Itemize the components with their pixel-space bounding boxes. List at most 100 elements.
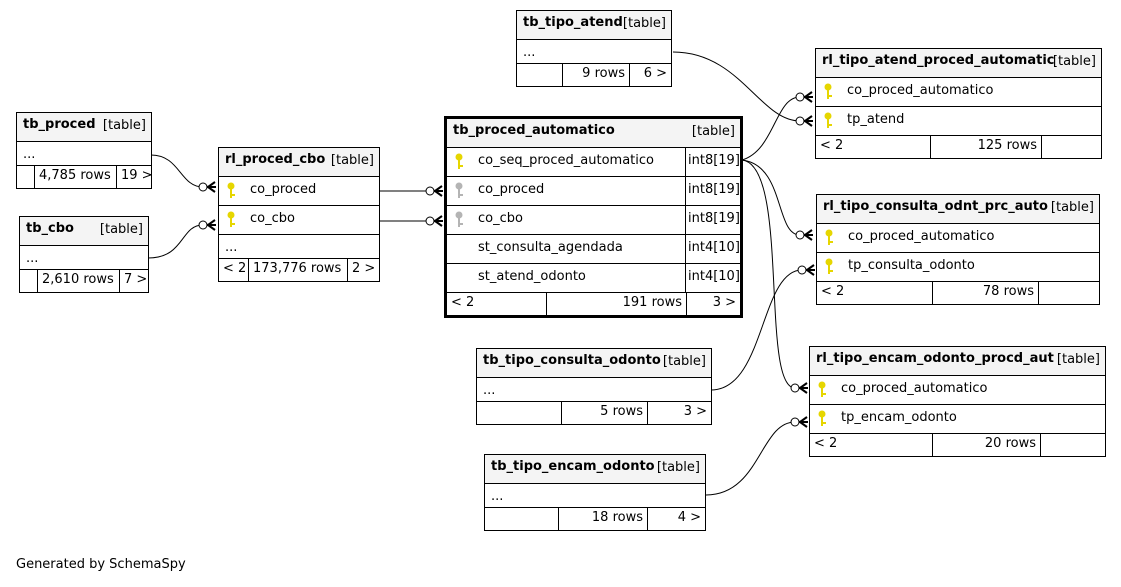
edge-tipo-atend (672, 51, 801, 122)
table-type: [table] (1052, 54, 1096, 69)
table-name: tb_cbo (26, 221, 74, 236)
column-name: tp_consulta_odonto (848, 258, 975, 273)
table-name: rl_proced_cbo (225, 152, 326, 167)
edge-cardinality-circle (795, 92, 805, 102)
edge-crows-foot (434, 215, 443, 227)
row-count: 18 rows (558, 508, 647, 530)
primary-key-icon (227, 211, 235, 227)
primary-key-icon (825, 258, 833, 274)
parents-count: < 2 (821, 284, 845, 299)
table-tb-cbo[interactable]: tb_cbo [table] ... 2,610 rows 7 > (19, 216, 149, 293)
edge-auto-tipo-atend (741, 96, 801, 161)
column-row[interactable]: tp_atend (816, 107, 1101, 136)
more-columns: ... (485, 484, 705, 508)
table-type: [table] (99, 222, 143, 237)
primary-key-icon (818, 381, 826, 397)
table-rl-tipo-atend-proced-automatic[interactable]: rl_tipo_atend_proced_automatic [table] c… (815, 48, 1102, 159)
parents-count: < 2 (814, 436, 838, 451)
table-footer: 9 rows 6 > (517, 64, 671, 86)
primary-key-icon (824, 112, 832, 128)
column-type: int8[19] (685, 177, 740, 205)
table-footer: < 2 20 rows (810, 434, 1105, 456)
table-tb-tipo-atend[interactable]: tb_tipo_atend [table] ... 9 rows 6 > (516, 10, 672, 87)
row-count: 191 rows (546, 293, 686, 315)
row-count: 173,776 rows (248, 259, 347, 281)
children-count: 4 > (647, 508, 705, 530)
edge-cardinality-circle (198, 182, 208, 192)
column-row[interactable]: st_atend_odonto int4[10] (447, 264, 740, 293)
table-tb-tipo-encam-odonto[interactable]: tb_tipo_encam_odonto [table] ... 18 rows… (484, 454, 706, 531)
table-name: tb_tipo_consulta_odonto (483, 353, 661, 368)
children-count: 3 > (686, 293, 740, 315)
column-type: int4[10] (685, 235, 740, 263)
more-columns: ... (20, 246, 148, 270)
column-type: int8[19] (685, 206, 740, 234)
edge-cardinality-circle (198, 220, 208, 230)
table-header: tb_tipo_encam_odonto [table] (485, 455, 705, 484)
column-row[interactable]: co_proced int8[19] (447, 177, 740, 206)
parents-count: < 2 (451, 295, 475, 310)
table-footer: < 2 78 rows (817, 282, 1099, 304)
table-rl-tipo-consulta-odnt-prc-auto[interactable]: rl_tipo_consulta_odnt_prc_auto [table] c… (816, 194, 1100, 305)
table-footer: 4,785 rows 19 > (17, 166, 153, 188)
children-cell (1041, 136, 1101, 158)
edge-crows-foot (799, 382, 808, 394)
column-row[interactable]: co_proced_automatico (817, 224, 1099, 253)
column-row[interactable]: co_proced_automatico (810, 376, 1105, 405)
children-cell (1038, 282, 1099, 304)
column-row[interactable]: co_cbo (219, 206, 379, 235)
row-count: 4,785 rows (34, 166, 116, 188)
table-header: tb_cbo [table] (20, 217, 148, 246)
column-name: co_cbo (250, 211, 295, 226)
table-tb-proced[interactable]: tb_proced [table] ... 4,785 rows 19 > (16, 112, 153, 189)
primary-key-icon (227, 182, 235, 198)
table-rl-proced-cbo[interactable]: rl_proced_cbo [table] co_proced co_cbo .… (218, 147, 380, 282)
table-header: tb_proced_automatico [table] (447, 119, 740, 148)
table-footer: 5 rows 3 > (477, 402, 711, 424)
table-type: [table] (622, 16, 666, 31)
edge-cardinality-circle (425, 186, 435, 196)
table-type: [table] (662, 354, 706, 369)
table-name: tb_proced (23, 117, 96, 132)
children-count: 2 > (347, 259, 379, 281)
column-type: int4[10] (685, 264, 740, 292)
table-type: [table] (1056, 352, 1100, 367)
children-count: 3 > (647, 402, 711, 424)
table-footer: 2,610 rows 7 > (20, 270, 148, 292)
column-row[interactable]: co_proced (219, 177, 379, 206)
column-row[interactable]: co_cbo int8[19] (447, 206, 740, 235)
primary-key-icon (824, 83, 832, 99)
table-name: rl_tipo_encam_odonto_procd_aut (816, 351, 1054, 366)
primary-key-icon (818, 410, 826, 426)
column-name: co_seq_proced_automatico (478, 153, 654, 168)
column-row[interactable]: st_consulta_agendada int4[10] (447, 235, 740, 264)
edge-crows-foot (804, 91, 813, 103)
column-row[interactable]: co_seq_proced_automatico int8[19] (447, 148, 740, 177)
table-footer: 18 rows 4 > (485, 508, 705, 530)
edge-cardinality-circle (790, 417, 800, 427)
parents-count: < 2 (820, 138, 844, 153)
table-header: rl_tipo_consulta_odnt_prc_auto [table] (817, 195, 1099, 224)
column-name: co_cbo (478, 211, 523, 226)
more-columns: ... (219, 235, 379, 259)
more-columns: ... (477, 378, 711, 402)
column-name: co_proced (478, 182, 545, 197)
primary-key-icon (825, 229, 833, 245)
edge-auto-consulta (741, 159, 801, 236)
column-name: co_proced_automatico (847, 83, 994, 98)
table-tb-proced-automatico[interactable]: tb_proced_automatico [table] co_seq_proc… (444, 116, 743, 318)
more-columns: ... (517, 40, 671, 64)
column-name: st_atend_odonto (478, 269, 586, 284)
primary-key-icon (455, 153, 463, 169)
table-footer: < 2 191 rows 3 > (447, 293, 740, 315)
table-footer: < 2 125 rows (816, 136, 1101, 158)
column-type: int8[19] (685, 148, 740, 176)
row-count: 5 rows (561, 402, 647, 424)
table-tb-tipo-consulta-odonto[interactable]: tb_tipo_consulta_odonto [table] ... 5 ro… (476, 348, 712, 425)
table-rl-tipo-encam-odonto-procd-aut[interactable]: rl_tipo_encam_odonto_procd_aut [table] c… (809, 346, 1106, 457)
column-row[interactable]: co_proced_automatico (816, 78, 1101, 107)
column-row[interactable]: tp_encam_odonto (810, 405, 1105, 434)
column-row[interactable]: tp_consulta_odonto (817, 253, 1099, 282)
edge-cardinality-circle (795, 116, 805, 126)
